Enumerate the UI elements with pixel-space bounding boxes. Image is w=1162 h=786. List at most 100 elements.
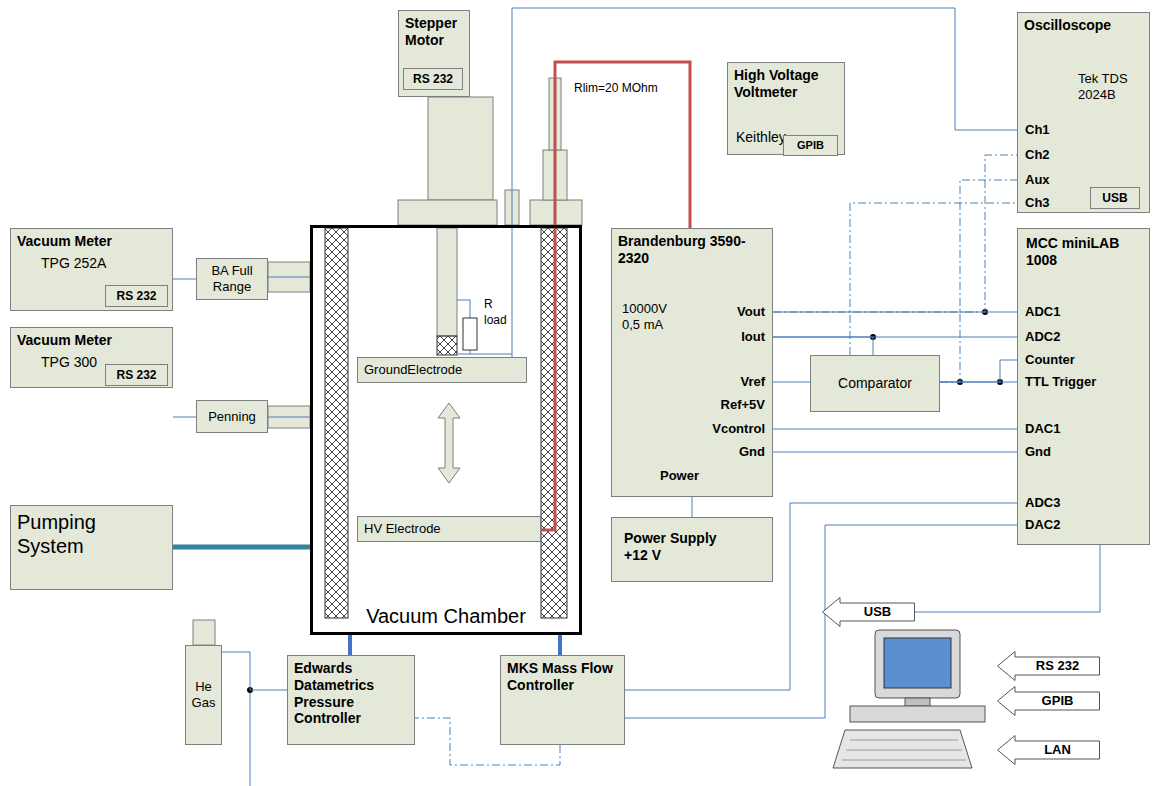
connector-wire: [773, 337, 873, 355]
device-box: Comparator: [810, 355, 940, 412]
pin-label: ADC3: [1025, 495, 1060, 511]
component-label: R load: [484, 296, 514, 328]
pin-label: DAC1: [1025, 421, 1060, 437]
pin-label: Ch3: [1025, 195, 1050, 211]
box-title: High Voltage Voltmeter: [734, 67, 838, 101]
connector-wire: [625, 503, 1017, 690]
connector-wire: [173, 279, 196, 280]
device-box: Power Supply +12 V: [611, 517, 773, 582]
box-title: Comparator: [838, 375, 912, 392]
computer-icon: [833, 630, 985, 768]
device-box: BA Full Range: [196, 258, 268, 300]
gas-line: [250, 690, 251, 786]
box-title: USB: [1102, 191, 1127, 205]
box-title: Vacuum Chamber: [313, 604, 579, 628]
connector-wire: [850, 203, 1017, 355]
connector-wire: [558, 635, 562, 655]
box-title: Stepper Motor: [405, 15, 463, 49]
pin-label: Vout: [737, 304, 765, 320]
box-title: RS 232: [413, 72, 453, 86]
connector-wire: [268, 277, 310, 278]
pin-label: Vcontrol: [712, 421, 765, 437]
pin-label: Ch2: [1025, 147, 1050, 163]
connector-wire: [773, 312, 1017, 313]
gas-valve: [193, 620, 215, 645]
connector-wire: [773, 155, 1017, 312]
box-title: LAN: [1044, 742, 1071, 758]
arrow-shape: [998, 736, 1100, 765]
connector-wire: [773, 452, 1017, 453]
pin-label: DAC2: [1025, 517, 1060, 533]
box-title: GPIB: [1042, 693, 1074, 709]
device-box: Edwards Datametrics Pressure Controller: [287, 655, 415, 745]
box-title: RS 232: [116, 289, 156, 303]
motor-body: [428, 97, 493, 200]
connector-wire: [915, 545, 1100, 612]
pin-label: Counter: [1025, 352, 1075, 368]
box-title: Oscilloscope: [1024, 17, 1143, 34]
device-box: Stepper Motor RS 232: [398, 10, 470, 97]
device-box: He Gas: [185, 645, 222, 745]
pin-label: Vref: [740, 374, 765, 390]
pin-label: Gnd: [739, 444, 765, 460]
interface-arrow: GPIB: [997, 686, 1100, 716]
pin-label: ADC1: [1025, 304, 1060, 320]
device-box: Vacuum MeterTPG 252A RS 232: [10, 228, 173, 311]
box-subtitle: TPG 252A: [41, 255, 151, 272]
box-title: Vacuum Meter: [17, 332, 166, 349]
arrow-shape: [998, 687, 1100, 716]
pin-label: ADC2: [1025, 329, 1060, 345]
arrow-shape: [998, 652, 1100, 681]
pin-label: Iout: [741, 329, 765, 345]
component-label: Rlim=20 MOhm: [574, 80, 658, 96]
box-title: Penning: [208, 409, 256, 425]
box-title: Edwards Datametrics Pressure Controller: [294, 660, 408, 727]
motor-flange: [398, 200, 497, 225]
insulator: [437, 336, 457, 355]
connector-wire: [940, 180, 1017, 382]
motion-arrow: [438, 403, 460, 483]
box-title: RS 232: [116, 368, 156, 382]
gauge-port: [268, 262, 310, 292]
device-box: USB: [1090, 187, 1140, 209]
box-title: MCC miniLAB 1008: [1026, 235, 1126, 269]
device-box: GroundElectrode: [357, 357, 527, 383]
connector-wire: [512, 8, 1017, 357]
box-title: He Gas: [192, 679, 216, 710]
resistor-symbol: [463, 318, 477, 350]
pin-label: Aux: [1025, 172, 1050, 188]
connector-wire: [773, 429, 1017, 430]
pin-label: TTL Trigger: [1025, 374, 1096, 390]
pin-label: Gnd: [1025, 444, 1051, 460]
device-box: High Voltage VoltmeterKeithleyGPIB: [727, 62, 845, 155]
device-box: RS 232: [403, 68, 463, 90]
chamber-wall: [325, 228, 348, 618]
device-box: Pumping System: [10, 505, 173, 590]
connector-wire: [692, 497, 693, 517]
interface-arrow: RS 232: [997, 651, 1100, 681]
interface-arrow: LAN: [997, 735, 1100, 765]
vacuum-chamber: Vacuum ChamberGroundElectrodeHV Electrod…: [310, 225, 582, 635]
pin-label: Power: [660, 468, 699, 484]
box-title: MKS Mass Flow Controller: [507, 660, 618, 694]
connector-wire: [173, 545, 310, 550]
connector-wire: [940, 360, 1017, 382]
device-box: MKS Mass Flow Controller: [500, 655, 625, 745]
box-title: RS 232: [1036, 658, 1079, 674]
box-title: Brandenburg 3590-2320: [618, 233, 766, 267]
connector-wire: [268, 417, 310, 418]
device-box: RS 232: [105, 285, 168, 307]
box-title: GroundElectrode: [364, 362, 520, 378]
box-title: USB: [864, 604, 891, 620]
pin-label: Ch1: [1025, 122, 1050, 138]
connector-wire: [173, 417, 196, 418]
box-subtitle: 10000V 0,5 mA: [622, 301, 678, 332]
connector-wire: [222, 652, 287, 690]
device-box: GPIB: [783, 135, 838, 156]
box-title: Vacuum Meter: [17, 233, 166, 250]
arrow-shape: [823, 598, 915, 627]
box-title: Power Supply +12 V: [624, 530, 734, 564]
interface-arrow: USB: [822, 597, 915, 627]
connector-wire: [348, 635, 352, 655]
box-subtitle: Tek TDS 2024B: [1078, 71, 1140, 102]
